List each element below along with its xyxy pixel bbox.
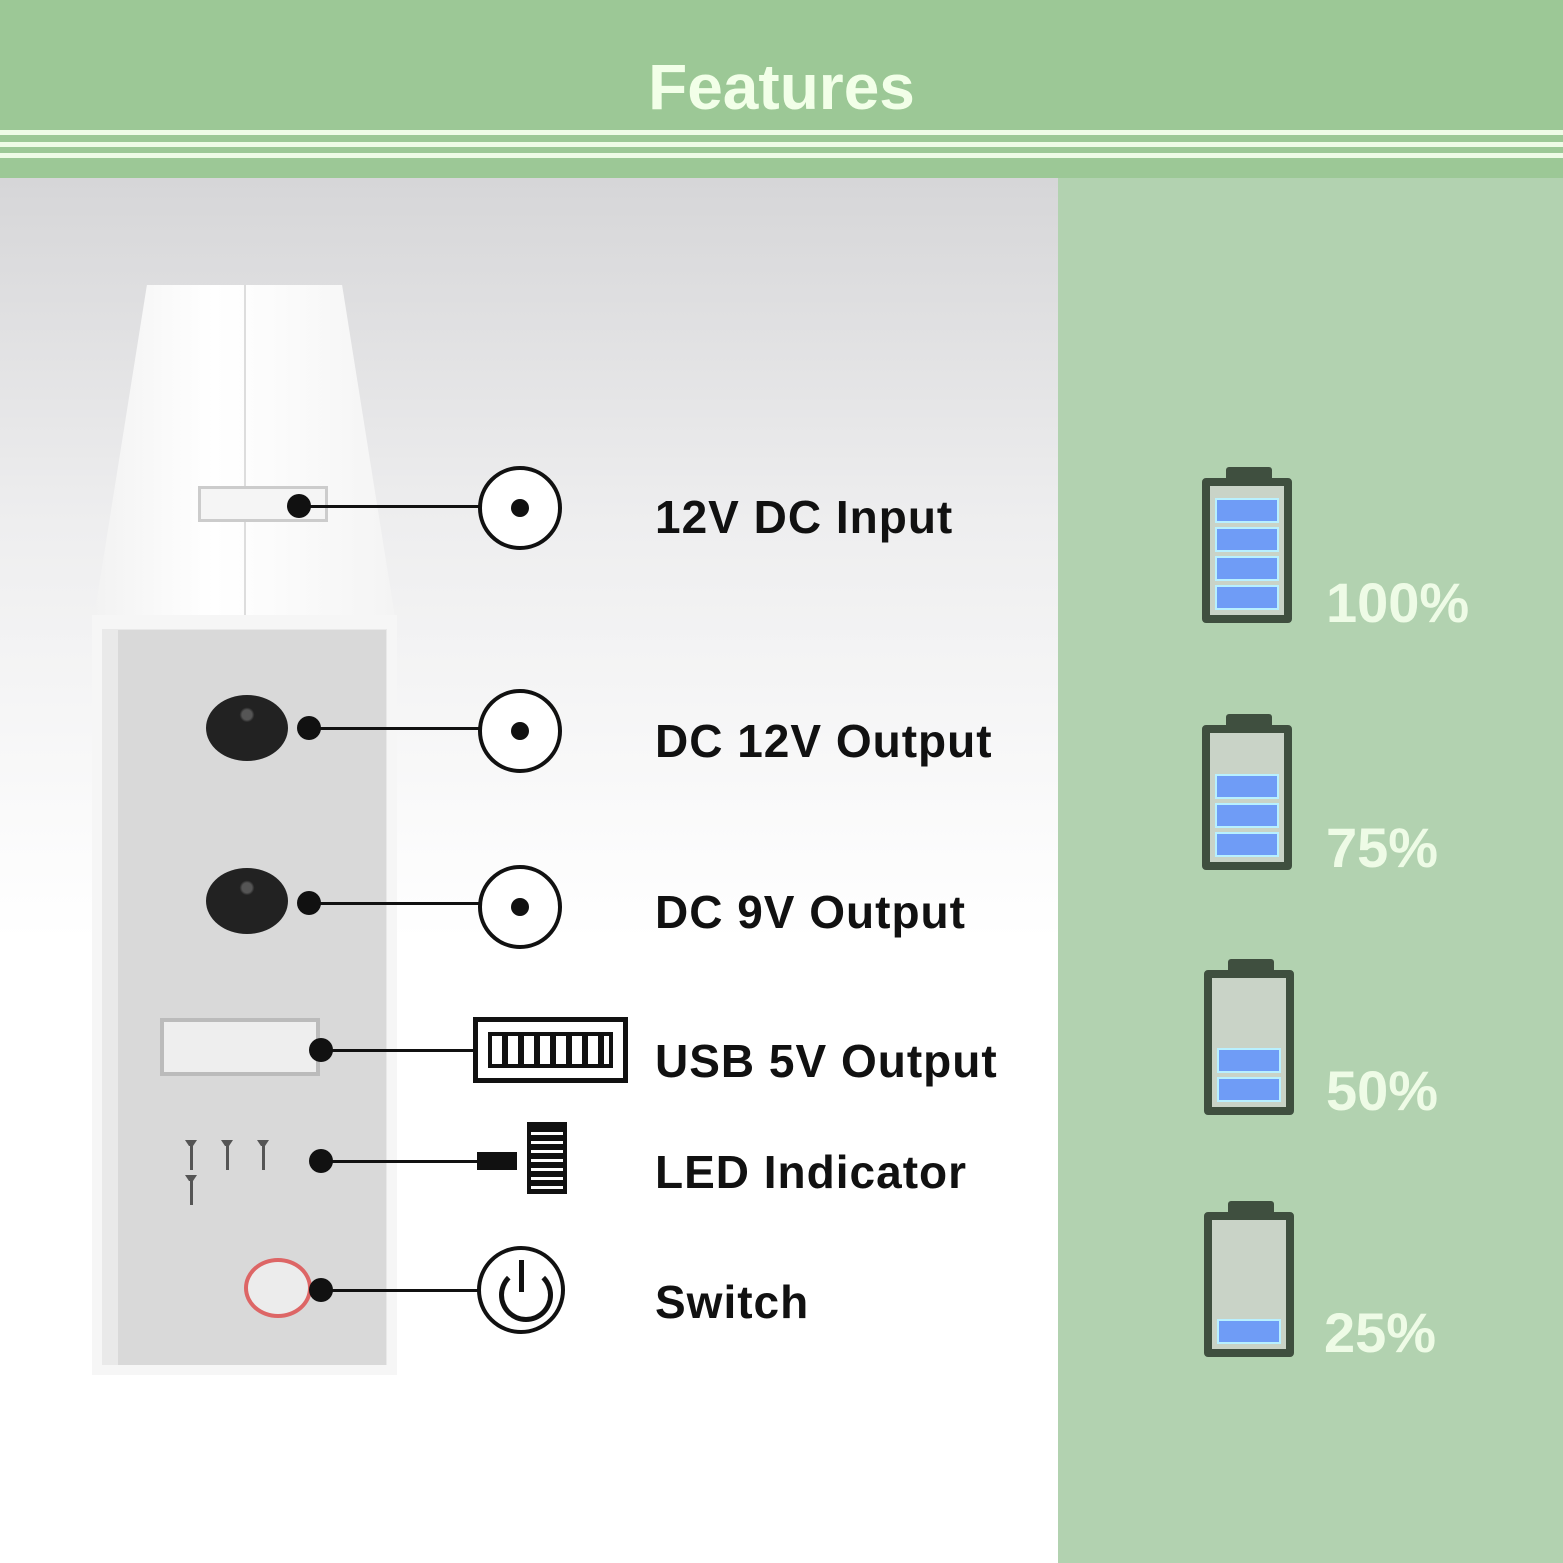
connector-line [321, 1289, 481, 1292]
battery-segment [1217, 1048, 1281, 1073]
connector-line [321, 1049, 476, 1052]
battery-segment [1215, 527, 1279, 552]
battery-segment [1215, 774, 1279, 799]
feature-label: 12V DC Input [655, 491, 954, 543]
battery-segment [1217, 1319, 1281, 1344]
feature-label: DC 12V Output [655, 715, 993, 767]
divider [0, 142, 1563, 147]
feature-label: LED Indicator [655, 1146, 968, 1198]
device-seam [244, 285, 246, 615]
battery-level-label: 75% [1326, 816, 1439, 879]
battery-25-icon [1204, 1201, 1294, 1357]
feature-label: DC 9V Output [655, 886, 966, 938]
battery-level-label: 25% [1324, 1301, 1437, 1364]
dc-9v-port [206, 868, 288, 934]
divider [0, 130, 1563, 135]
power-icon [477, 1246, 565, 1334]
dc-jack-icon [478, 466, 562, 550]
battery-50-icon [1204, 959, 1294, 1115]
battery-panel [1058, 178, 1563, 1563]
led-indicators [185, 1140, 325, 1205]
usb-port-icon [473, 1017, 628, 1083]
power-button [244, 1258, 312, 1318]
dc-12v-port [206, 695, 288, 761]
battery-75-icon [1202, 714, 1292, 870]
battery-segment [1215, 803, 1279, 828]
page-title: Features [648, 51, 915, 123]
dc-input-port [198, 486, 328, 522]
battery-segment [1215, 498, 1279, 523]
connector-line [299, 505, 479, 508]
feature-label: Switch [655, 1276, 810, 1328]
divider [0, 153, 1563, 158]
connector-line [321, 1160, 481, 1163]
battery-level-label: 100% [1326, 571, 1470, 634]
usb-port [160, 1018, 320, 1076]
connector-line [309, 902, 479, 905]
battery-led-icon [527, 1122, 567, 1194]
battery-100-icon [1202, 467, 1292, 623]
battery-segment [1217, 1077, 1281, 1102]
battery-level-label: 50% [1326, 1059, 1439, 1122]
header-banner: Features [0, 0, 1563, 178]
battery-segment [1215, 556, 1279, 581]
dc-jack-icon [478, 689, 562, 773]
dc-jack-icon [478, 865, 562, 949]
led-bar-icon [477, 1152, 517, 1170]
connector-line [309, 727, 479, 730]
battery-segment [1215, 585, 1279, 610]
feature-label: USB 5V Output [655, 1035, 998, 1087]
battery-segment [1215, 832, 1279, 857]
